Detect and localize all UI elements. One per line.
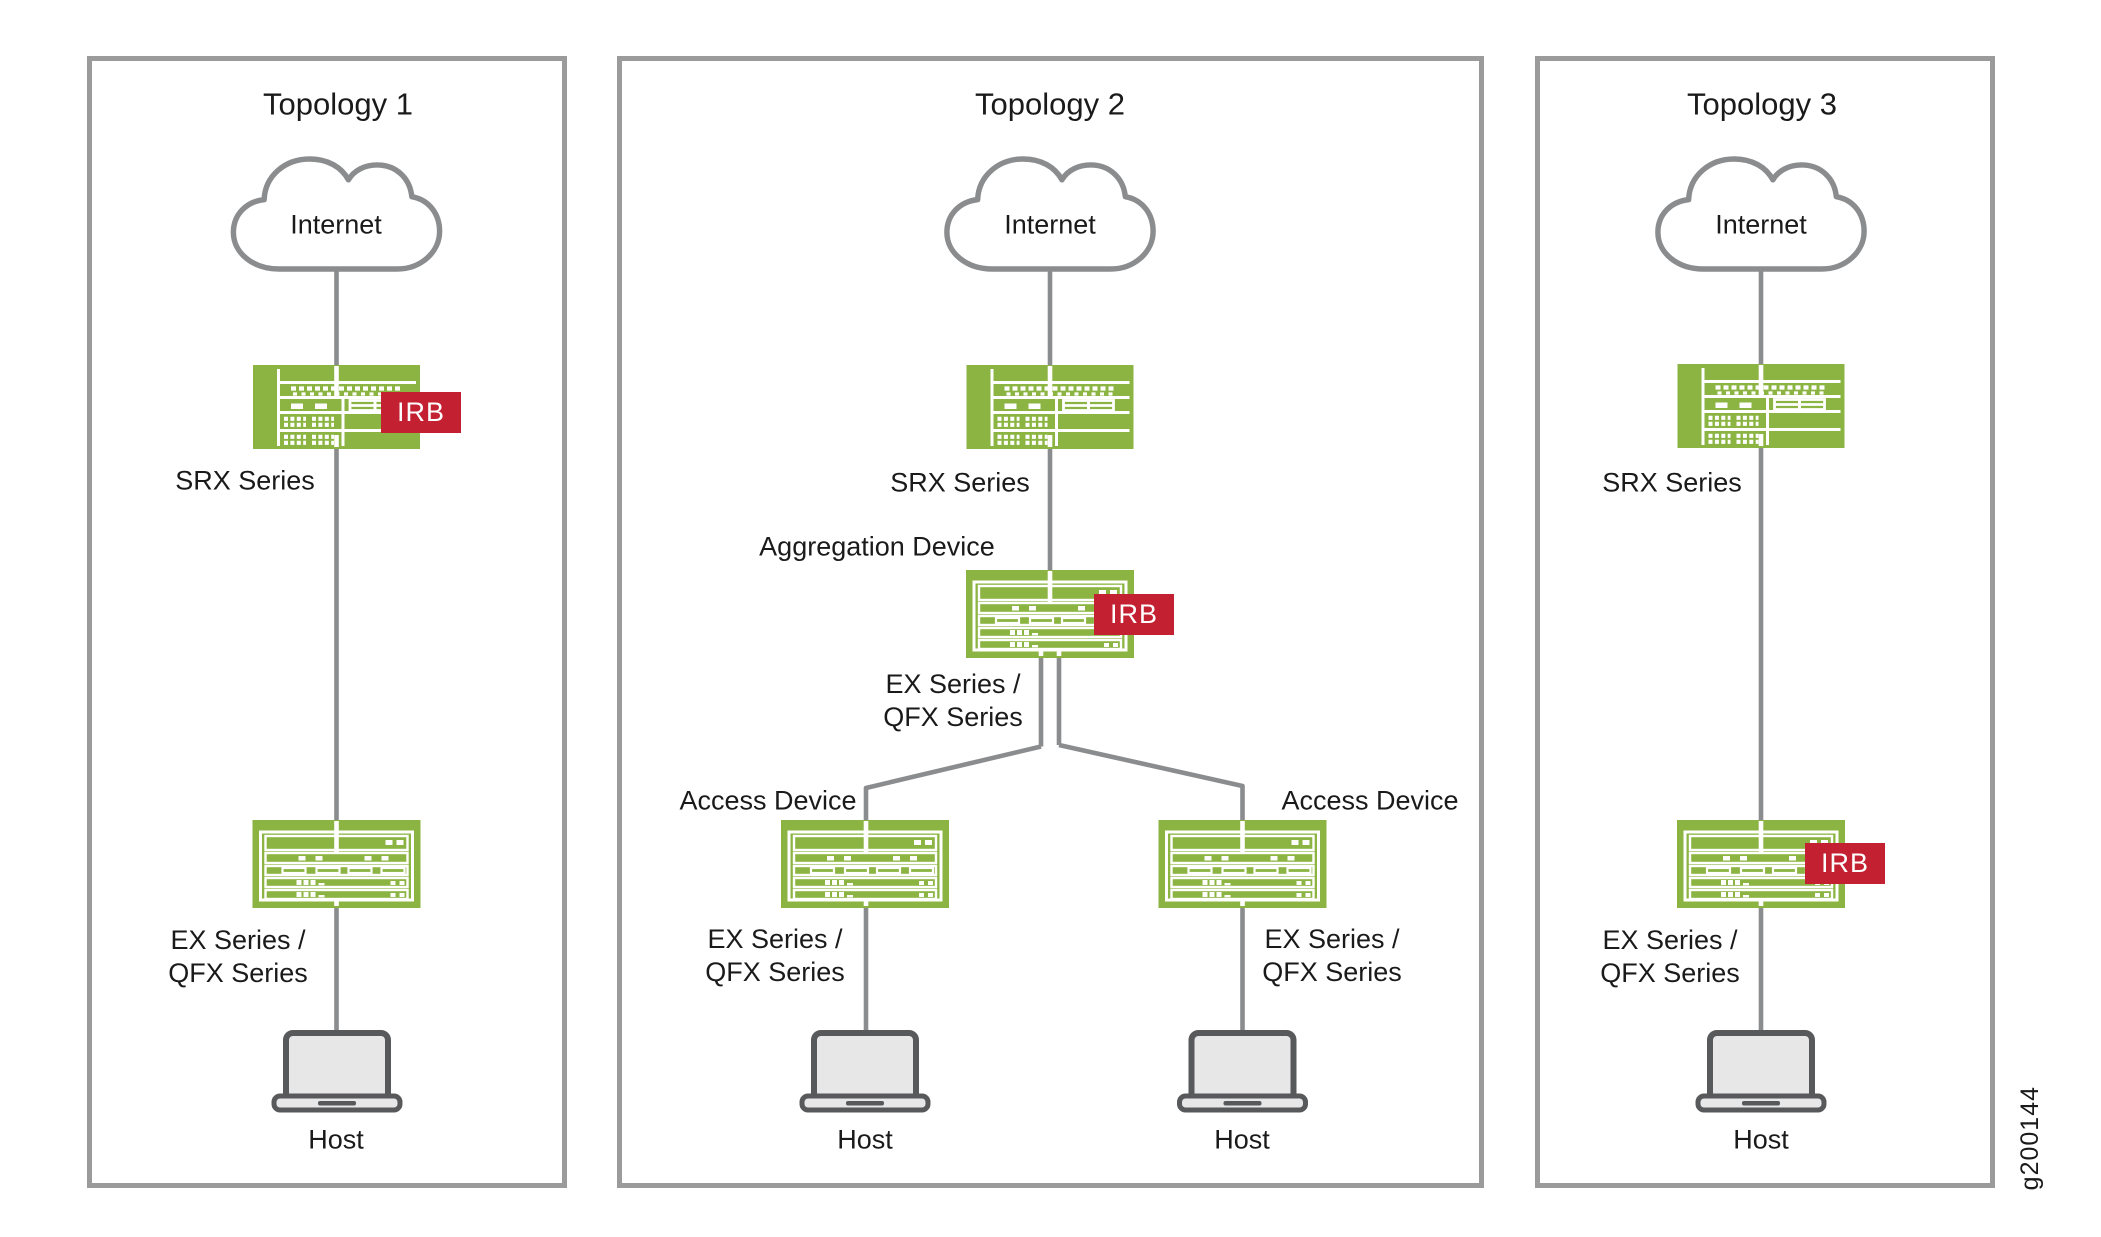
t3-ex-label-line1: EX Series / [1602,925,1738,955]
t2-host-left-label: Host [837,1124,893,1155]
t2-access-right-ex-label: EX Series / QFX Series [1262,923,1402,989]
t1-host-label: Host [308,1124,364,1155]
t2-access-left-ex-label-line1: EX Series / [707,924,843,954]
t3-srx-label: SRX Series [1602,467,1742,498]
t3-title: Topology 3 [1687,86,1837,122]
link-casing-ticks [334,365,1764,906]
t1-ex-label-line1: EX Series / [170,925,306,955]
t2-right-branch-line [1058,742,1245,830]
t3-host-laptop-icon [1698,1033,1824,1110]
t2-host-right-label: Host [1214,1124,1270,1155]
figure-number: g200144 [2016,1086,2044,1191]
t1-ex-label: EX Series / QFX Series [168,924,308,990]
t1-internet-label: Internet [290,209,382,240]
t1-host-laptop-icon [274,1033,400,1110]
t2-aggregation-ex-label-line2: QFX Series [883,702,1023,732]
t2-access-right-ex-label-line2: QFX Series [1262,957,1402,987]
t2-title: Topology 2 [975,86,1125,122]
t2-srx-label: SRX Series [890,467,1030,498]
t2-host-right-laptop-icon [1180,1033,1306,1110]
t1-title: Topology 1 [263,86,413,122]
t3-internet-label: Internet [1715,209,1807,240]
t2-access-left-ex-label-line2: QFX Series [705,957,845,987]
t2-host-left-laptop-icon [802,1033,928,1110]
topology2-panel [617,56,1484,1188]
topology3-panel [1535,56,1995,1188]
topology1-panel [87,56,567,1188]
t2-access-left-ex-label: EX Series / QFX Series [705,923,845,989]
t3-host-label: Host [1733,1124,1789,1155]
t2-internet-label: Internet [1004,209,1096,240]
t2-aggregation-ex-label-line1: EX Series / [885,669,1021,699]
t3-ex-label-line2: QFX Series [1600,958,1740,988]
t2-aggregation-role-label: Aggregation Device [759,531,995,562]
t2-access-left-role-label: Access Device [679,785,857,816]
t1-irb-badge: IRB [381,392,461,433]
t3-irb-badge: IRB [1805,843,1885,884]
t2-aggregation-ex-label: EX Series / QFX Series [883,668,1023,734]
t2-access-right-ex-label-line1: EX Series / [1264,924,1400,954]
t2-irb-badge: IRB [1094,594,1174,635]
t2-access-right-role-label: Access Device [1281,785,1459,816]
t3-ex-label: EX Series / QFX Series [1600,924,1740,990]
t1-ex-label-line2: QFX Series [168,958,308,988]
t2-left-branch-line [863,744,1042,830]
t1-srx-label: SRX Series [175,465,315,496]
